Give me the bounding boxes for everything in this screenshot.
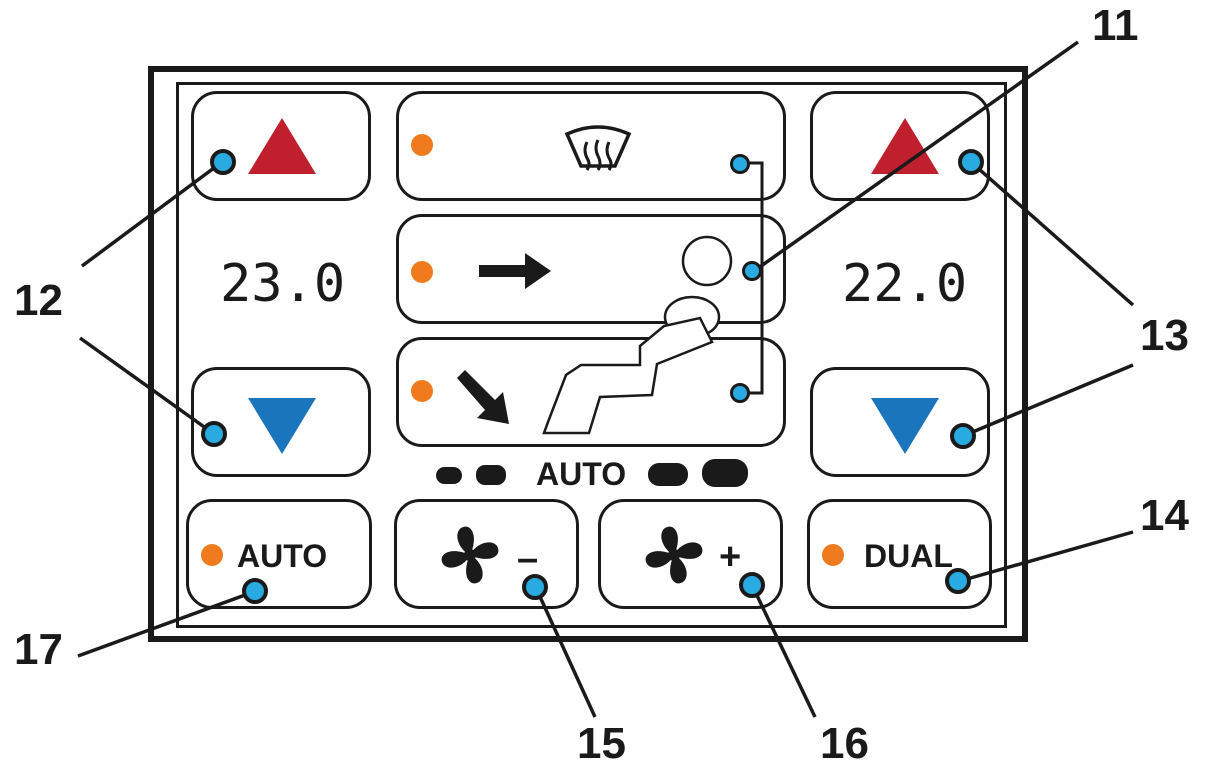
up-triangle-icon: [248, 118, 316, 174]
left-temp-down-button[interactable]: [191, 367, 371, 477]
dual-button-label: DUAL: [864, 538, 953, 574]
callout-17: 17: [14, 625, 63, 674]
dual-indicator-led: [822, 544, 844, 566]
callout-dot-16: [739, 572, 765, 598]
fan-speed-pill-4: [702, 459, 748, 487]
fan-speed-auto-label: AUTO: [536, 456, 627, 492]
auto-indicator-led: [201, 544, 223, 566]
callout-12: 12: [14, 276, 63, 325]
auto-button[interactable]: AUTO: [186, 499, 372, 609]
fan-plus-symbol: +: [719, 536, 742, 578]
air-face-button[interactable]: [396, 214, 786, 324]
callout-dot-feet: [730, 383, 750, 403]
defrost-button[interactable]: [396, 91, 786, 201]
climate-panel-inner-frame: [176, 82, 1007, 628]
fan-icon: [645, 526, 703, 584]
callout-15: 15: [577, 719, 626, 768]
callout-13: 13: [1140, 311, 1189, 360]
fan-minus-symbol: –: [517, 538, 539, 580]
windshield-defrost-icon: [564, 125, 632, 171]
left-temperature-display: 23.0: [220, 254, 346, 314]
callout-dot-defrost: [730, 154, 750, 174]
right-temperature-display: 22.0: [842, 254, 968, 314]
callout-14: 14: [1140, 491, 1189, 540]
callout-dot-12-up: [210, 149, 236, 175]
fan-icon: [441, 526, 499, 584]
callout-dot-15: [522, 574, 548, 600]
callout-dot-13-up: [958, 149, 984, 175]
callout-dot-17: [242, 578, 268, 604]
down-triangle-icon: [248, 398, 316, 454]
down-triangle-icon: [871, 398, 939, 454]
callout-16: 16: [820, 719, 869, 768]
fan-speed-down-button[interactable]: –: [394, 499, 579, 609]
air-face-arrow-icon: [479, 253, 551, 289]
callout-dot-14: [945, 568, 971, 594]
callout-11: 11: [1092, 1, 1139, 50]
right-temp-down-button[interactable]: [810, 367, 990, 477]
callout-dot-11: [742, 261, 762, 281]
seat-occupant-icon: [542, 235, 733, 435]
defrost-indicator-led: [411, 134, 433, 156]
left-temp-up-button[interactable]: [191, 91, 371, 201]
air-feet-arrow-icon: [457, 370, 509, 424]
air-feet-indicator-led: [411, 380, 433, 402]
callout-leader-lines: [77, 40, 1135, 718]
auto-button-label: AUTO: [237, 538, 328, 574]
fan-speed-pill-2: [476, 465, 506, 485]
fan-speed-pill-3: [648, 463, 688, 486]
callout-dot-12-down: [201, 421, 227, 447]
fan-speed-pill-1: [436, 467, 462, 484]
up-triangle-icon: [871, 118, 939, 174]
air-face-indicator-led: [411, 261, 433, 283]
right-temp-up-button[interactable]: [810, 91, 990, 201]
callout-dot-13-down: [950, 423, 976, 449]
